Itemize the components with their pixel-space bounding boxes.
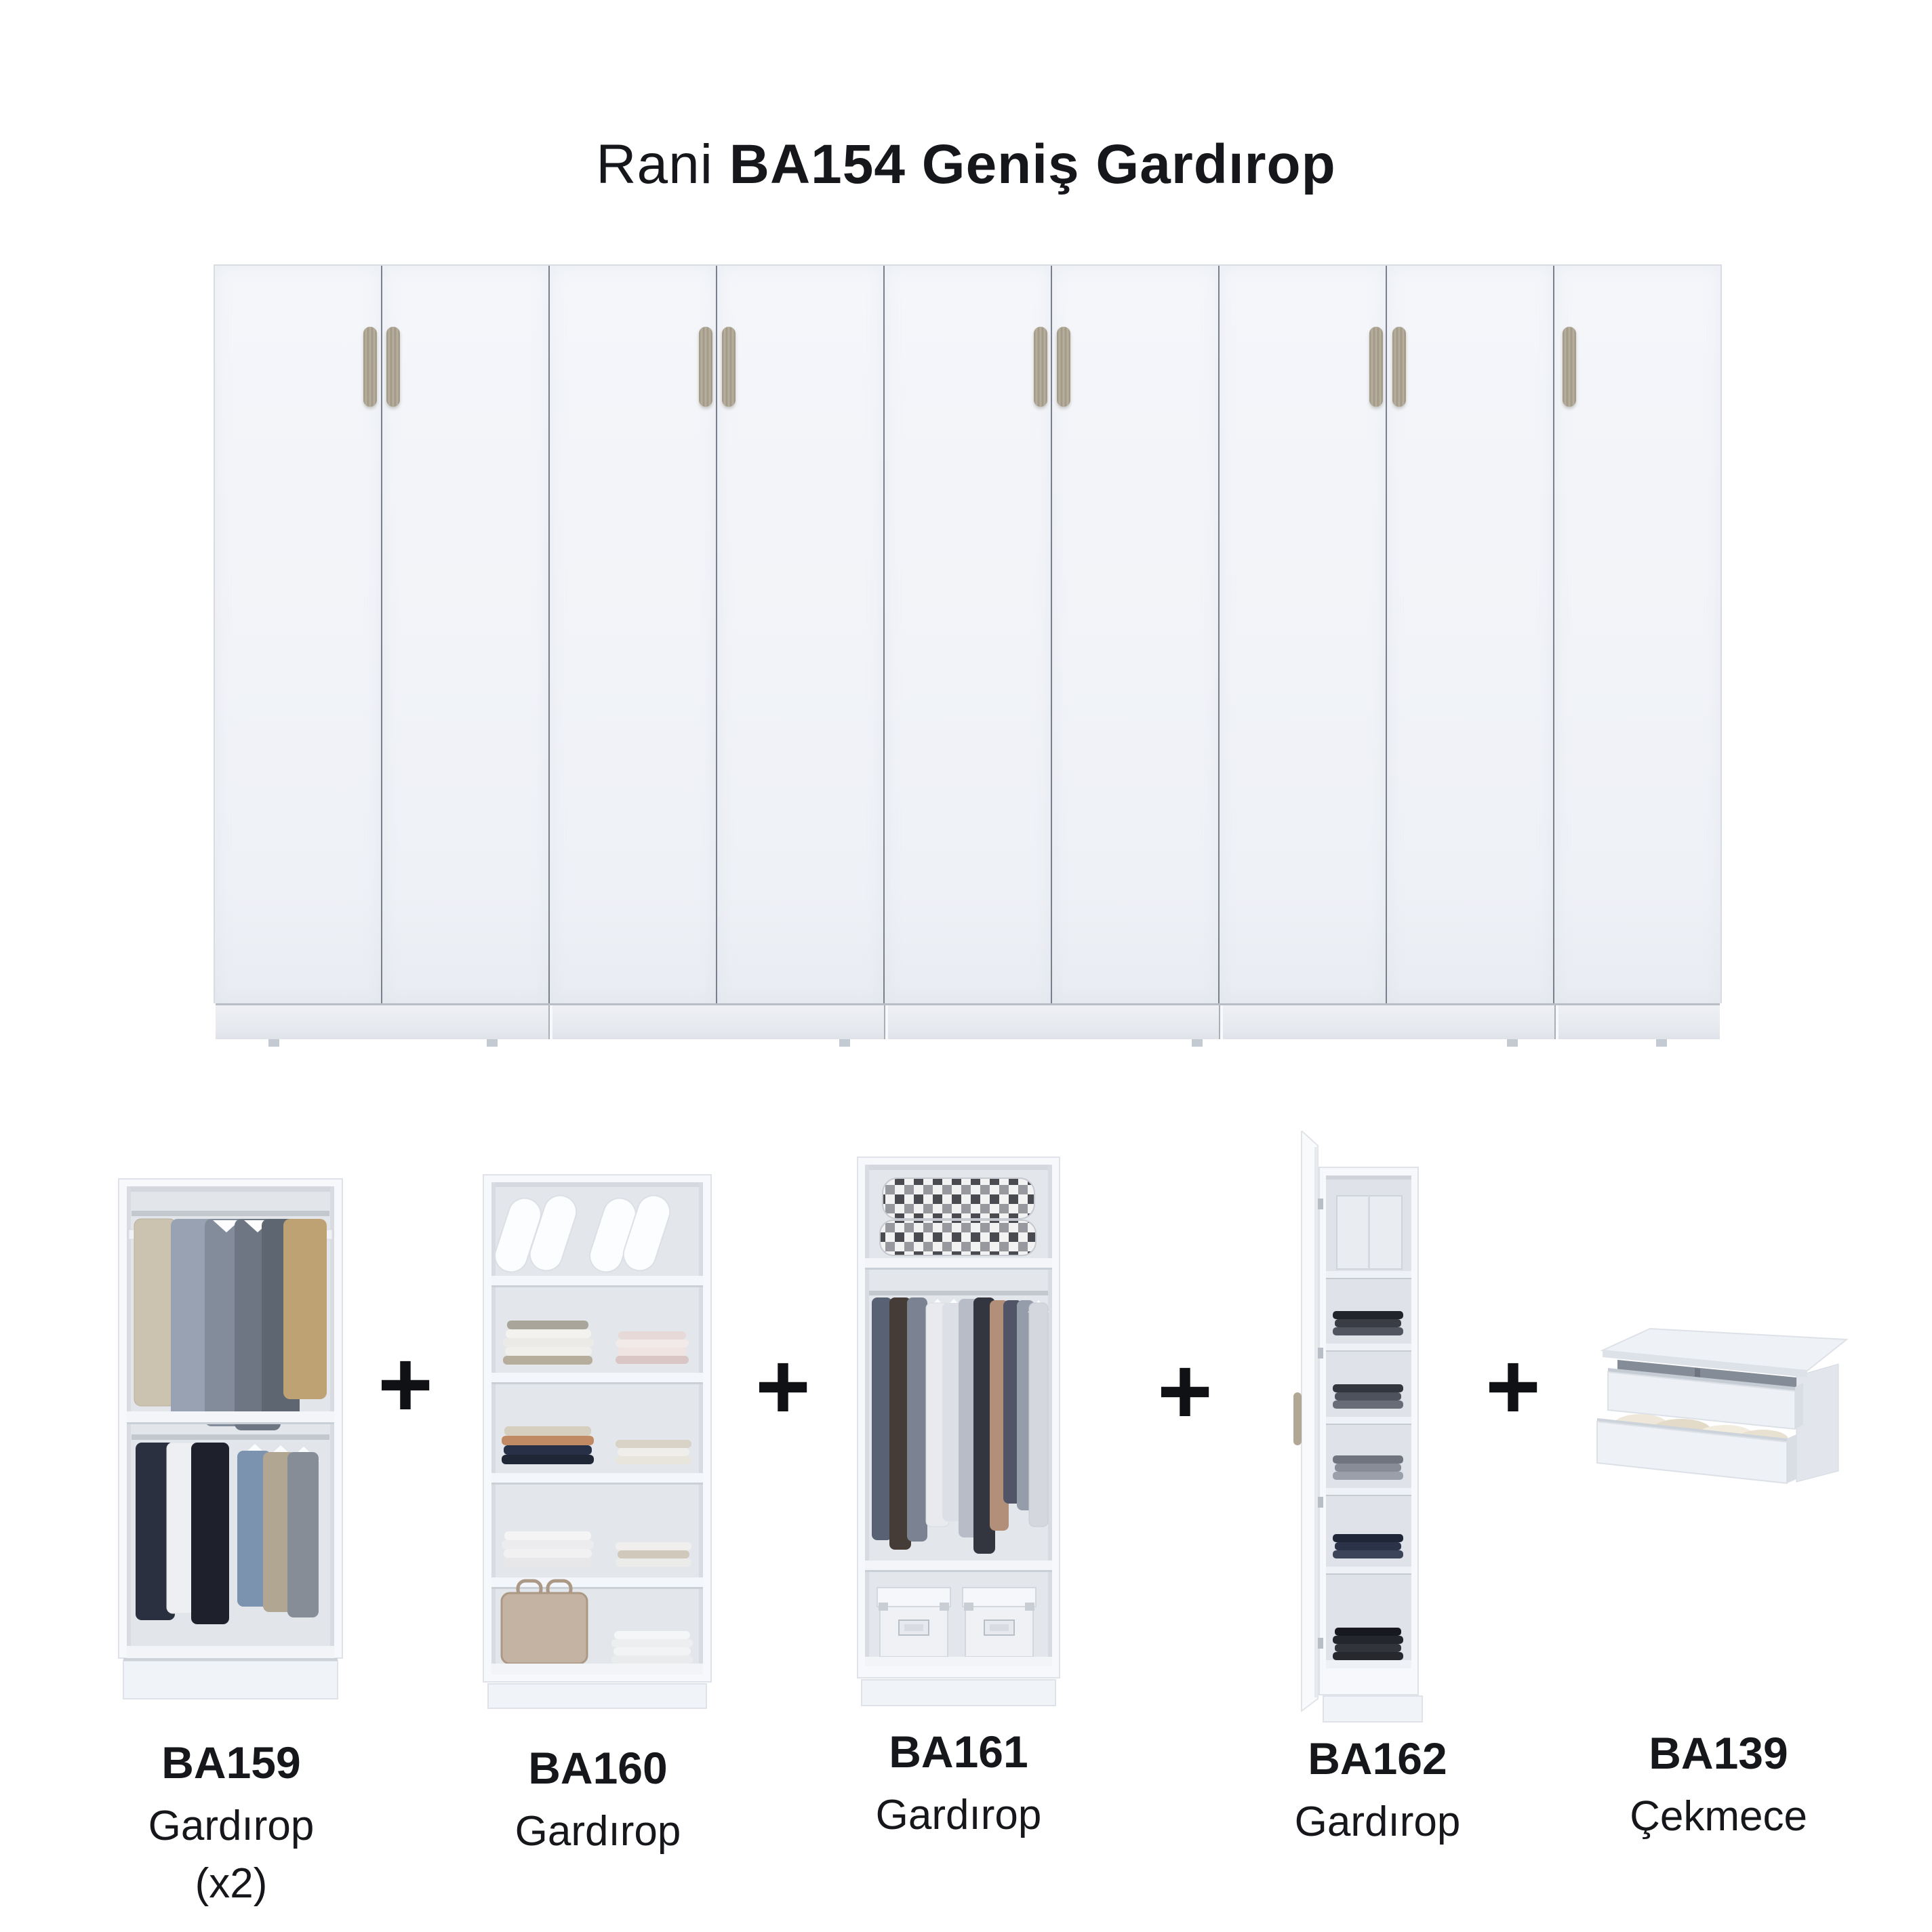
open-door [1293,1131,1323,1712]
hanging-clothes-bottom [136,1442,320,1624]
wardrobe-door [550,266,717,1003]
door-handle [1034,327,1047,407]
wardrobe-foot [839,1039,850,1047]
door-handle [699,327,712,407]
component-label-ba161: BA161 Gardırop [876,1726,1042,1839]
plus-separator: + [1485,1333,1541,1439]
wardrobe-foot [1192,1039,1203,1047]
model-name: BA154 Geniş Gardırop [729,134,1336,195]
wardrobe-base [216,1003,1720,1047]
component-ba161-image [857,1156,1060,1706]
component-ba162-image [1293,1131,1423,1723]
component-label-ba159: BA159 Gardırop (x2) [148,1737,315,1908]
component-ba159-image [118,1178,343,1699]
hanging-clothes [872,1297,1049,1554]
hanging-clothes-top [134,1218,327,1430]
plus-separator: + [378,1331,433,1437]
plus-separator: + [1157,1337,1213,1444]
component-name: Çekmece [1630,1793,1807,1840]
shelf-contents [1333,1195,1403,1660]
component-label-ba139: BA139 Çekmece [1630,1727,1807,1840]
component-code: BA161 [889,1727,1028,1777]
door-handle [363,327,377,407]
product-title: Rani BA154 Geniş Gardırop [0,133,1932,197]
folded-stacks-2 [502,1426,691,1464]
component-ba160-image [483,1174,712,1709]
assembled-wardrobe-image [214,264,1722,1003]
component-code: BA159 [161,1737,301,1788]
wardrobe-door [1052,266,1220,1003]
folded-linens [611,1631,693,1664]
door-handle [1392,327,1406,407]
plus-separator: + [755,1333,811,1439]
wardrobe-foot [1507,1039,1518,1047]
door-handle [1369,327,1383,407]
folded-stacks-1 [503,1321,689,1365]
wardrobe-door [1220,266,1387,1003]
wardrobe-door [717,266,885,1003]
pillows [494,1194,671,1273]
component-code: BA162 [1308,1733,1447,1784]
wardrobe-door [885,266,1052,1003]
component-name: Gardırop [148,1803,315,1849]
base-seam [884,1005,888,1039]
folded-stacks-3 [502,1531,691,1567]
base-seam [1554,1005,1558,1039]
wardrobe-foot [1656,1039,1667,1047]
door-handle [386,327,400,407]
bottom-drawer [1596,1418,1796,1485]
component-qty: (x2) [195,1860,268,1907]
top-drawer [1607,1368,1803,1430]
base-seam [548,1005,552,1039]
wardrobe-door [215,266,382,1003]
wardrobe-door [1554,266,1720,1003]
brand-name: Rani [596,134,713,195]
component-label-ba162: BA162 Gardırop [1295,1733,1461,1846]
base-seam [1219,1005,1223,1039]
folded-duvets [879,1178,1037,1256]
component-ba139-image [1596,1327,1849,1485]
door-handle [722,327,736,407]
storage-boxes [877,1587,1037,1657]
component-name: Gardırop [515,1808,681,1855]
component-code: BA160 [528,1743,668,1793]
wardrobe-door [1387,266,1554,1003]
door-handle [1057,327,1070,407]
component-name: Gardırop [875,1792,1042,1838]
wardrobe-door [382,266,550,1003]
wardrobe-foot [487,1039,498,1047]
door-handle [1293,1392,1302,1445]
component-code: BA139 [1649,1728,1788,1778]
wardrobe-foot [268,1039,279,1047]
component-name: Gardırop [1294,1798,1461,1845]
door-handle [1563,327,1576,407]
storage-bag [500,1579,588,1665]
component-label-ba160: BA160 Gardırop [515,1742,681,1855]
